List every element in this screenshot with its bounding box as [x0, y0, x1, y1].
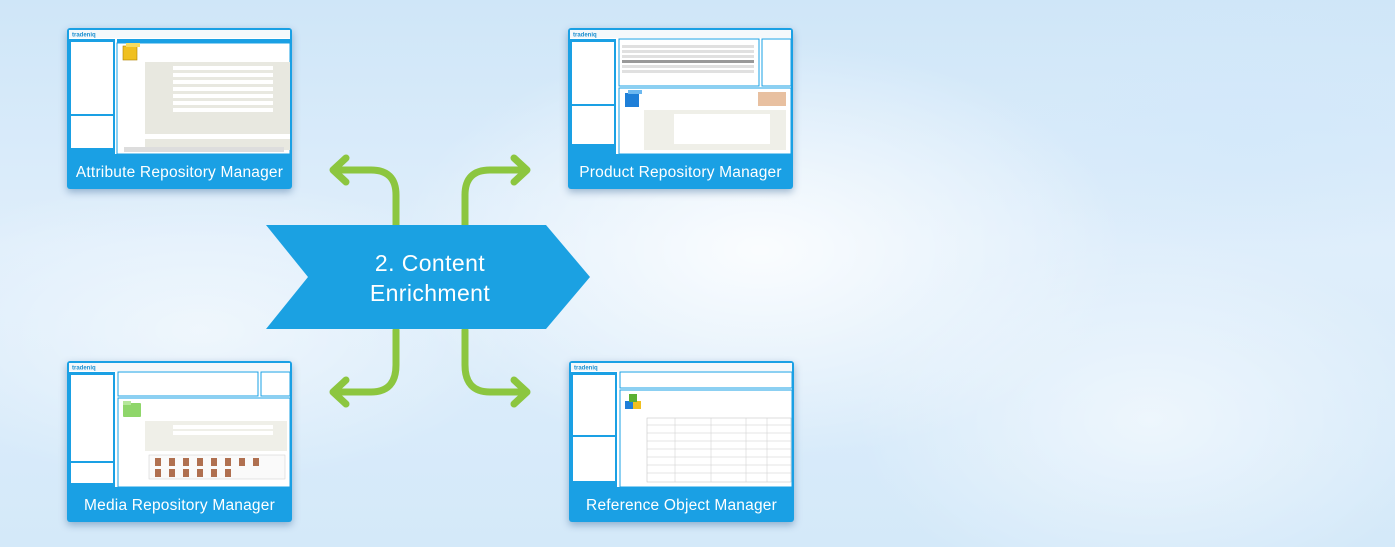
product-repository-card[interactable]: tradeniq Product Repository Manager	[568, 28, 793, 189]
content-enrichment-label: 2. Content Enrichment	[330, 248, 530, 308]
cube-icon	[122, 43, 140, 61]
center-title-line1: 2. Content	[374, 250, 486, 276]
product-repository-caption: Product Repository Manager	[579, 164, 782, 181]
media-repository-card[interactable]: tradeniq Me	[67, 361, 292, 522]
attribute-repository-caption: Attribute Repository Manager	[75, 164, 284, 181]
media-repository-caption: Media Repository Manager	[84, 497, 275, 514]
center-title-line2: Enrichment	[369, 280, 491, 306]
attribute-repository-card[interactable]: tradeniq Attribute Repository Manager	[67, 28, 292, 189]
folder-icon	[123, 401, 141, 417]
svg-text:tradeniq: tradeniq	[574, 366, 598, 372]
product-cube-icon	[625, 90, 642, 107]
reference-object-screenshot: tradeniq	[571, 363, 792, 487]
blocks-icon	[625, 394, 641, 409]
svg-text:tradeniq: tradeniq	[72, 366, 96, 372]
content-enrichment-chevron	[266, 225, 590, 329]
attribute-repository-screenshot: tradeniq	[69, 30, 290, 154]
media-repository-screenshot: tradeniq	[69, 363, 290, 487]
reference-object-card[interactable]: tradeniq Reference Object Manager	[569, 361, 794, 522]
svg-text:tradeniq: tradeniq	[573, 33, 597, 39]
reference-object-caption: Reference Object Manager	[586, 497, 777, 514]
svg-text:tradeniq: tradeniq	[72, 33, 96, 39]
product-repository-screenshot: tradeniq	[570, 30, 791, 154]
